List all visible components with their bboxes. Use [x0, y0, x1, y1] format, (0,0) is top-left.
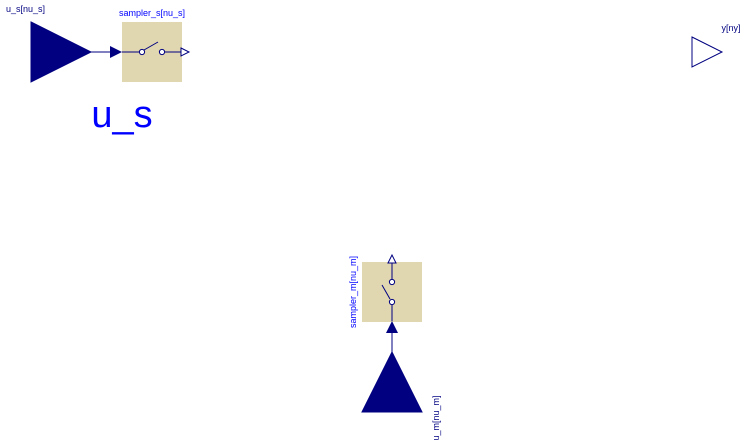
sampler-m-output-arrow-icon: [387, 253, 397, 264]
y-output-connector[interactable]: [691, 36, 724, 68]
u-s-big-label: u_s: [91, 94, 152, 136]
u-m-input-connector[interactable]: [361, 350, 423, 413]
sampler-m-switch-icon: [381, 263, 396, 321]
sampler-m-block[interactable]: [362, 253, 422, 333]
y-port-label: y[ny]: [721, 23, 740, 33]
u-s-port-label: u_s[nu_s]: [6, 4, 45, 14]
sampler-m-label: sampler_m[nu_m]: [348, 256, 358, 328]
sampler-s-output-arrow-icon: [180, 47, 191, 57]
sampler-switch-icon: [122, 41, 181, 56]
u-m-port-label: u_m[nu_m]: [431, 395, 441, 440]
sampler-s-block[interactable]: [110, 22, 191, 82]
u-s-input-connector[interactable]: [30, 21, 93, 83]
sampler-s-input-arrow-icon: [110, 46, 122, 58]
sampler-m-input-arrow-icon: [386, 321, 398, 333]
filled-triangle-right-icon: [30, 21, 93, 83]
filled-triangle-up-icon: [361, 350, 423, 413]
outline-triangle-right-icon: [691, 36, 724, 68]
sampler-s-label: sampler_s[nu_s]: [119, 8, 185, 18]
